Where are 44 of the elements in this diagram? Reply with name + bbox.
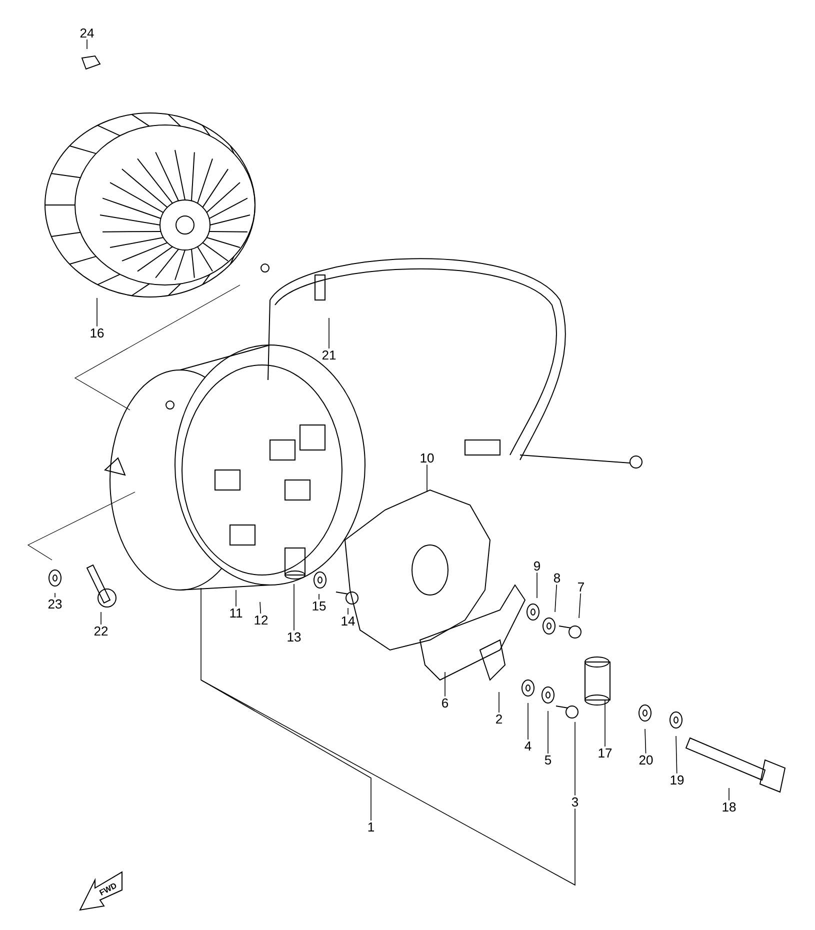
leader-line [644,728,646,754]
callout-number: 14 [342,616,355,626]
leader-line [96,298,98,327]
leader-line [578,593,581,618]
callout-number: 4 [524,742,532,750]
callout-number: 21 [322,350,336,360]
leader-line [260,602,262,614]
leader-line [728,788,730,801]
callout-number: 10 [420,453,434,463]
callout-number: 18 [722,802,736,812]
leader-line [676,736,678,774]
leader-line [328,318,330,349]
callout-number: 19 [670,775,684,785]
callout-number: 22 [94,626,108,636]
callout-number: 6 [442,698,448,708]
callout-number: 16 [90,328,104,338]
callout-number: 12 [254,615,268,625]
leader-line [318,594,320,600]
leader-line [554,584,558,612]
callout-number: 20 [639,755,653,765]
callout-number: 9 [534,561,540,571]
leader-line [54,592,56,598]
callout-number: 11 [230,608,242,618]
leader-line [86,39,88,50]
leader-line [200,588,372,821]
leader-line [498,692,500,713]
leader-line [200,680,576,886]
callout-number: 3 [572,797,578,807]
leader-line [536,572,538,598]
callout-number: 15 [312,601,326,611]
leader-line [444,672,446,697]
callout-number: 2 [496,714,502,724]
callout-number: 23 [48,599,62,609]
leader-line [604,700,606,747]
callout-number: 7 [578,582,584,592]
callout-number: 13 [288,632,301,642]
callout-number: 8 [554,573,560,583]
leader-line [426,464,428,492]
callout-number: 17 [598,748,612,758]
callout-number: 5 [544,755,552,765]
callout-number: 24 [80,28,94,38]
callout-number: 1 [368,822,374,832]
leader-line [100,612,102,625]
leader-line [574,722,576,796]
